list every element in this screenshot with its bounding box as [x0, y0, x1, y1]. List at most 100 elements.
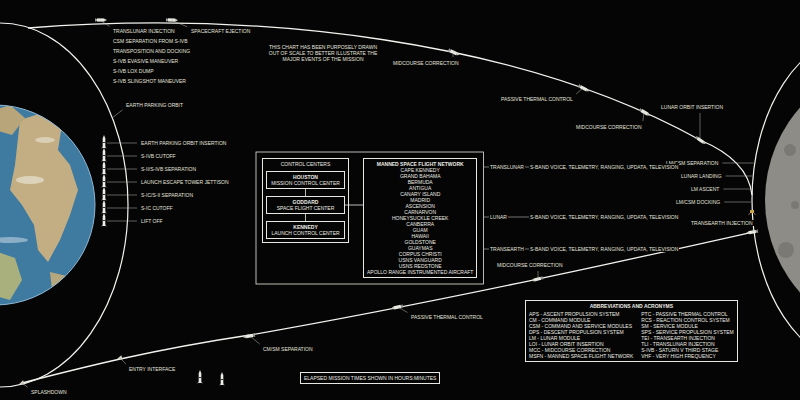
- rocket-icon: [101, 200, 106, 214]
- event-label: PASSIVE THERMAL CONTROL: [500, 96, 574, 102]
- event-label: CM/SM SEPARATION: [262, 346, 314, 352]
- box-heading: GODDARD: [270, 199, 341, 205]
- box-text: CARNARVON: [367, 209, 473, 215]
- leader-line: [107, 208, 137, 209]
- box-text: BERMUDA: [367, 179, 473, 185]
- leader-line: [250, 336, 260, 344]
- event-label: LUNAR ORBIT INSERTION: [660, 104, 724, 110]
- abbreviation-entry: CSM - COMMAND AND SERVICE MODULES: [529, 323, 633, 329]
- cm-icon: [117, 355, 123, 361]
- rocket-band: [103, 194, 106, 195]
- box-text: ANTIGUA: [367, 185, 473, 191]
- cloud: [16, 176, 44, 184]
- abbreviation-entry: PTC - PASSIVE THERMAL CONTROL: [641, 311, 733, 317]
- command-module: [243, 335, 247, 339]
- service-module: [450, 49, 458, 55]
- rocket-body: [103, 164, 106, 174]
- center-box: HOUSTONMISSION CONTROL CENTER: [266, 171, 345, 189]
- box-heading: KENNEDY: [270, 224, 341, 230]
- connector-line: [305, 189, 306, 196]
- box-text: GUAYMAS: [367, 245, 473, 251]
- info-box: ELAPSED MISSION TIMES SHOWN IN HOURS:MIN…: [300, 372, 440, 384]
- rocket-nose: [103, 135, 106, 138]
- network-frame: [256, 152, 483, 284]
- abbreviation-entry: RCS - REACTION CONTROL SYSTEM: [641, 317, 733, 323]
- leader-line: [576, 88, 583, 94]
- service-module: [394, 305, 402, 310]
- event-label: MIDCOURSE CORRECTION: [575, 124, 643, 130]
- leader-line: [100, 20, 110, 26]
- earth-limb: [0, 105, 95, 305]
- rocket-icon: [101, 135, 106, 149]
- connector-line: [305, 214, 306, 221]
- event-label: LAUNCH ESCAPE TOWER JETTISON: [140, 179, 230, 185]
- center-box: KENNEDYLAUNCH CONTROL CENTER: [266, 221, 345, 239]
- event-label: SPACECRAFT EJECTION: [190, 28, 251, 34]
- csm-icon: [531, 276, 544, 283]
- engine-nozzle: [253, 333, 256, 337]
- rocket-icon: [197, 370, 202, 384]
- abbreviation-entry: CM - COMMAND MODULE: [529, 317, 633, 323]
- service-module: [641, 109, 649, 115]
- abbreviation-entry: TEI - TRANSEARTH INJECTION: [641, 335, 733, 341]
- rocket-band: [221, 379, 224, 380]
- csm-icon: [166, 18, 178, 22]
- box-text: SPACE FLIGHT CENTER: [270, 205, 341, 211]
- leader-line: [107, 156, 137, 157]
- leader-line: [643, 112, 644, 121]
- box-text: CANBERRA: [367, 221, 473, 227]
- csm-icon: [95, 18, 107, 22]
- rocket-nose: [103, 200, 106, 203]
- command-module: [391, 306, 395, 310]
- box-text: CAPE KENNEDY: [367, 167, 473, 173]
- continent: [0, 105, 25, 135]
- engine-nozzle: [578, 84, 581, 88]
- rocket-band: [103, 207, 106, 208]
- leader-line: [22, 383, 28, 387]
- event-label: ENTRY INTERFACE: [128, 366, 176, 372]
- leader-line: [700, 113, 701, 140]
- abbreviation-table: ABBREVIATIONS AND ACRONYMSAPS - ASCENT P…: [525, 300, 738, 362]
- leader-line: [398, 307, 407, 312]
- box-heading: HOUSTON: [270, 174, 341, 180]
- earth-orbit: [0, 23, 128, 387]
- rocket-body: [103, 203, 106, 213]
- box-text: GRAND BAHAMA: [367, 173, 473, 179]
- event-label: LM/CSM DOCKING: [675, 199, 721, 205]
- event-label: S-IC CUTOFF: [140, 205, 174, 211]
- continent: [0, 250, 22, 300]
- rocket-icon: [101, 213, 106, 227]
- rocket-nose: [103, 161, 106, 164]
- rocket-nose: [103, 148, 106, 151]
- rocket-body: [199, 373, 202, 383]
- crater: [784, 144, 796, 156]
- engine-nozzle: [695, 136, 699, 140]
- rocket-nose: [103, 187, 106, 190]
- command-module: [746, 231, 750, 235]
- box-heading: ELAPSED MISSION TIMES SHOWN IN HOURS:MIN…: [304, 375, 436, 381]
- event-label: MIDCOURSE CORRECTION: [496, 262, 564, 268]
- group-panel: CONTROL CENTERSHOUSTONMISSION CONTROL CE…: [262, 158, 349, 243]
- event-label: EARTH PARKING ORBIT: [125, 102, 184, 108]
- engine-nozzle: [448, 48, 451, 52]
- box-text: USNS VANGUARD: [367, 257, 473, 263]
- csm-icon: [448, 48, 460, 56]
- csm-icon: [695, 136, 707, 146]
- event-label: TRANSLUNAR: [489, 164, 525, 170]
- lunar-orbit: [752, 35, 800, 365]
- leader-line: [538, 271, 539, 279]
- leader-line: [107, 221, 137, 222]
- command-module: [18, 380, 24, 386]
- leader-line: [107, 143, 137, 144]
- abbreviation-entry: SPS - SERVICE PROPULSION SYSTEM: [641, 329, 733, 335]
- engine-nozzle: [95, 18, 97, 22]
- rocket-band: [103, 168, 106, 169]
- rocket-nose: [199, 370, 202, 373]
- leader-line: [107, 195, 137, 196]
- abbreviation-entry: S-IVB - SATURN V THIRD STAGE: [641, 347, 733, 353]
- rocket-nose: [103, 213, 106, 216]
- csm-icon: [639, 108, 651, 117]
- abbreviation-entry: TLI - TRANSLUNAR INJECTION: [641, 341, 733, 347]
- event-label: S-BAND VOICE, TELEMETRY, RANGING, UPDATA…: [529, 246, 679, 252]
- csm-icon: [391, 304, 403, 310]
